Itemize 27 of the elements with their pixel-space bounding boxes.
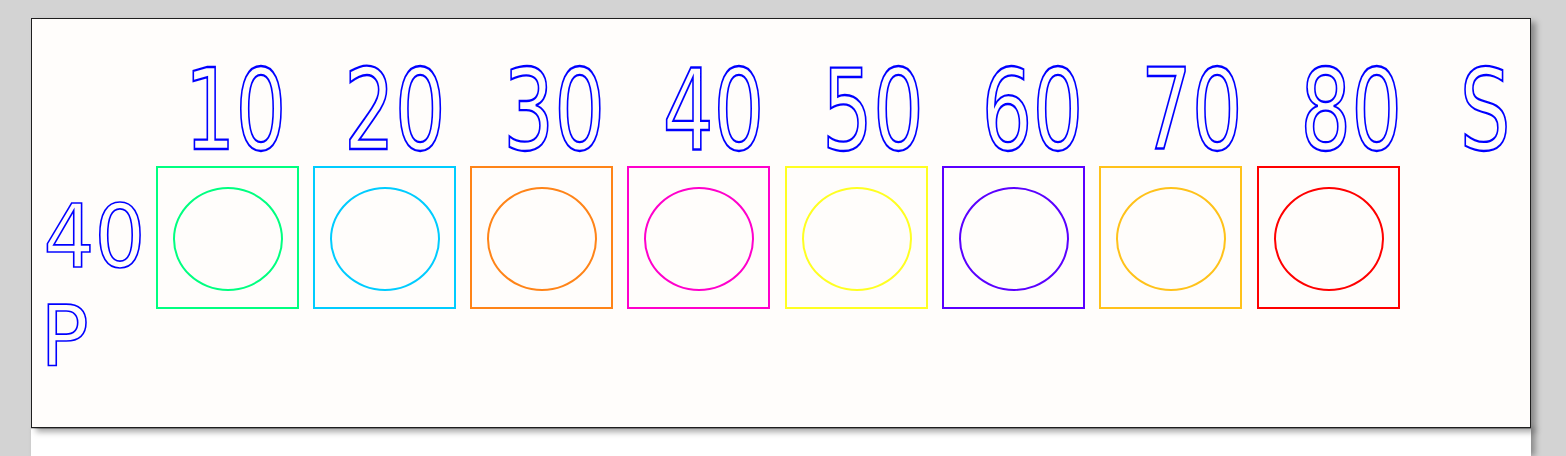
column-heading: 20 <box>343 59 446 161</box>
circle-outline <box>644 186 755 291</box>
square-outline <box>470 165 614 309</box>
square-outline <box>312 165 456 309</box>
column-heading: 50 <box>822 59 924 161</box>
square-outline <box>942 165 1085 309</box>
column-heading: 60 <box>981 59 1084 161</box>
square-outline <box>155 165 299 309</box>
row-heading: 40 <box>43 198 146 277</box>
square-outline <box>784 165 928 309</box>
circle-outline <box>329 186 440 291</box>
circle-outline <box>487 186 598 291</box>
circle-outline <box>172 186 283 291</box>
circle-outline <box>959 186 1069 291</box>
circle-outline <box>801 186 912 291</box>
circle-outline <box>1116 186 1227 291</box>
column-heading: 40 <box>662 59 765 161</box>
column-heading: 10 <box>184 59 287 161</box>
column-heading: S <box>1459 59 1511 161</box>
circle-outline <box>1273 186 1384 291</box>
row-heading: P <box>40 299 89 376</box>
square-outline <box>1256 165 1400 309</box>
square-outline <box>1099 165 1243 309</box>
square-outline <box>627 165 771 309</box>
column-heading: 80 <box>1300 59 1403 161</box>
column-heading: 30 <box>503 59 606 161</box>
column-heading: 70 <box>1140 59 1243 161</box>
